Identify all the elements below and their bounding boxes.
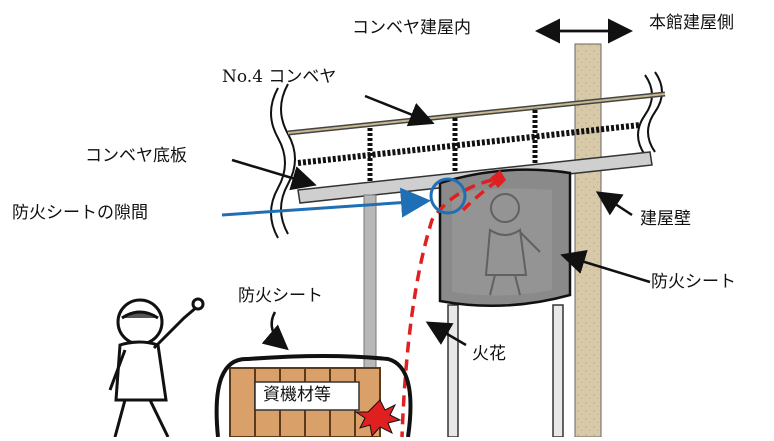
label-building-wall: 建屋壁 — [640, 209, 691, 229]
label-sparks: 火花 — [472, 344, 506, 364]
spark-burst-top — [490, 170, 506, 188]
worker-figure — [108, 297, 205, 438]
break-lines-left — [270, 83, 296, 239]
label-conveyor-building-inside: コンベヤ建屋内 — [352, 18, 471, 38]
label-fireproof-sheet-gap: 防火シートの隙間 — [12, 203, 148, 223]
label-fireproof-sheet-left: 防火シート — [238, 286, 323, 306]
materials-stack — [229, 367, 381, 438]
break-lines-right — [637, 71, 663, 156]
label-fireproof-sheet-right: 防火シート — [651, 272, 736, 292]
spark-burst-bottom — [354, 399, 402, 438]
fireproof-sheet-right — [438, 168, 572, 308]
conveyor-no4 — [287, 91, 666, 190]
fireproof-sheet-left — [214, 354, 413, 438]
gap-highlight-circle — [429, 177, 467, 215]
label-conveyor-bottom-plate: コンベヤ底板 — [85, 146, 187, 166]
leader-lines — [231, 94, 651, 351]
label-main-building-side: 本館建屋側 — [649, 13, 734, 33]
label-conveyor-no4: No.4 コンベヤ — [222, 67, 337, 87]
building-wall — [574, 43, 602, 438]
gap-arrow — [221, 187, 431, 218]
label-materials: 資機材等 — [263, 385, 331, 405]
